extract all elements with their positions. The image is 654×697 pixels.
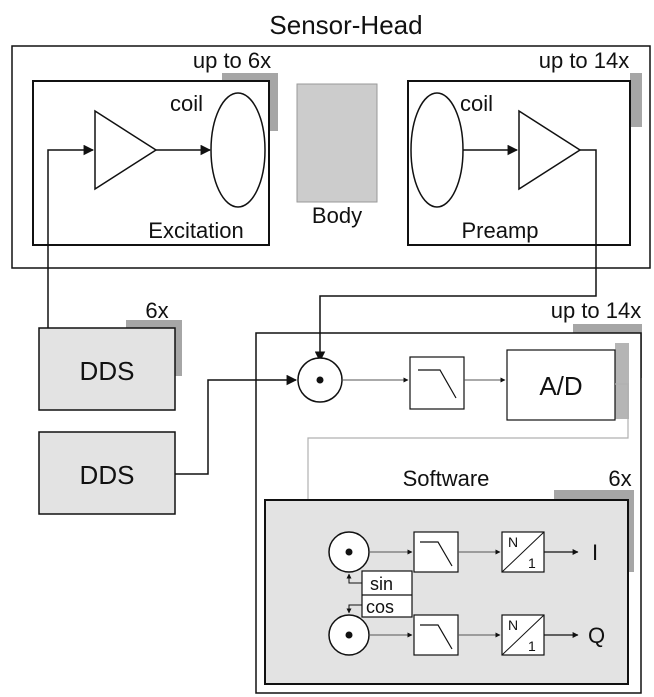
dds-bottom-label: DDS	[80, 460, 135, 490]
software-box	[264, 499, 629, 685]
preamp-amplifier	[518, 109, 582, 191]
dds-to-mixer-line	[175, 374, 298, 475]
processing-multiplier: up to 14x	[551, 298, 642, 323]
cos-label: cos	[366, 597, 394, 617]
sin-label: sin	[370, 574, 393, 594]
i-decimator-diagonal	[501, 531, 545, 573]
excitation-label: Excitation	[148, 218, 243, 243]
adc-shadow	[615, 343, 629, 419]
output-i: I	[592, 540, 598, 565]
adc-label: A/D	[539, 371, 582, 401]
preamp-to-mixer-line	[314, 149, 597, 363]
dds-excitation-line	[47, 144, 95, 328]
output-q: Q	[588, 623, 605, 648]
adc-block	[506, 349, 616, 421]
i-lowpass-filter	[413, 531, 459, 573]
excitation-coil	[210, 92, 266, 208]
dds-top-label: DDS	[80, 356, 135, 386]
q-decimator-diagonal	[501, 614, 545, 656]
sin-to-i-mixer-line	[346, 573, 362, 584]
preamp-stack-shadow	[630, 73, 642, 127]
excitation-coil-label: coil	[170, 91, 203, 116]
excitation-amplifier	[94, 109, 158, 191]
i-decimator-n: N	[508, 534, 518, 550]
preamp-coil-label: coil	[460, 91, 493, 116]
sensor-head-box	[11, 45, 651, 269]
i-mixer-dot	[345, 548, 353, 556]
dds-top-multiplier: 6x	[145, 298, 168, 323]
sin-cos-generator	[361, 570, 413, 618]
lowpass-filter-symbol	[418, 369, 457, 399]
q-decimator-1: 1	[528, 638, 536, 654]
sensor-head-title: Sensor-Head	[269, 10, 422, 40]
lowpass-filter	[409, 356, 465, 410]
i-decimator-1: 1	[528, 555, 536, 571]
preamp-multiplier: up to 14x	[539, 48, 630, 73]
i-lowpass-filter-symbol	[420, 541, 453, 567]
dds-bottom-block	[38, 431, 176, 515]
excitation-multiplier: up to 6x	[193, 48, 271, 73]
software-multiplier: 6x	[608, 466, 631, 491]
analog-mixer-dot	[316, 376, 324, 384]
q-mixer-dot	[345, 631, 353, 639]
body-block	[296, 83, 378, 203]
q-decimator-n: N	[508, 617, 518, 633]
dds-top-block	[38, 327, 176, 411]
preamp-label: Preamp	[461, 218, 538, 243]
preamp-coil	[410, 92, 464, 208]
cos-to-q-mixer-line	[346, 604, 362, 614]
body-label: Body	[312, 203, 362, 228]
software-title: Software	[403, 466, 490, 491]
q-lowpass-filter-symbol	[420, 624, 453, 650]
